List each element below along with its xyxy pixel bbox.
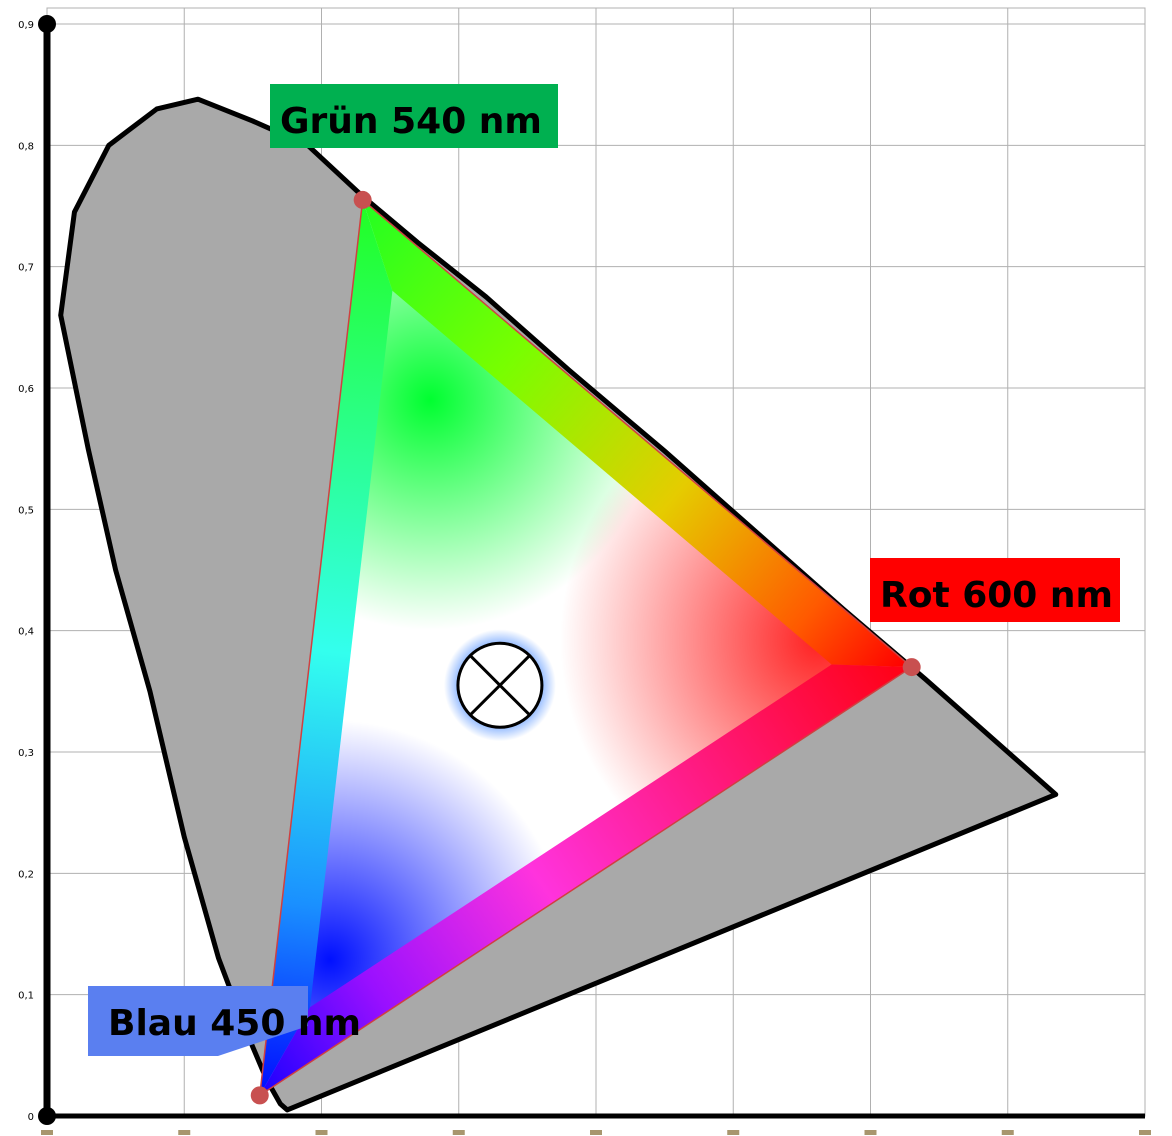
label-box	[88, 986, 308, 1056]
x-tick-mark	[452, 1130, 465, 1135]
primary-point	[902, 658, 921, 677]
x-tick-mark	[1139, 1130, 1151, 1135]
white-point-marker	[443, 629, 556, 742]
gamut-area	[58, 96, 1059, 1113]
y-tick-label: 0,9	[18, 20, 34, 31]
primary-point	[250, 1086, 269, 1105]
primary-label: Rot 600 nm	[880, 575, 1113, 616]
primary-label: Blau 450 nm	[108, 1003, 361, 1044]
x-tick-mark	[590, 1130, 602, 1135]
x-tick-marks	[41, 1130, 1151, 1135]
gamut-blue-glow	[259, 199, 912, 1096]
x-tick-mark	[1001, 1130, 1014, 1135]
gamut-edge-green-blue	[259, 199, 393, 1096]
y-tick-label: 0	[28, 1112, 34, 1123]
origin-dot	[38, 1107, 56, 1125]
primary-labels: Grün 540 nm Rot 600 nm Blau 450 nm	[88, 84, 1120, 1056]
x-tick-mark	[864, 1130, 877, 1135]
gamut-outline	[258, 198, 913, 1097]
y-tick-label: 0,1	[18, 991, 34, 1002]
label-box	[270, 84, 558, 148]
x-tick-mark	[41, 1130, 53, 1135]
y-tick-label: 0,7	[18, 263, 34, 274]
x-tick-mark	[727, 1130, 740, 1135]
x-tick-mark	[178, 1130, 191, 1135]
y-tick-label: 0,8	[18, 141, 34, 152]
y-tick-label: 0,6	[18, 384, 34, 395]
y-tick-label: 0,4	[18, 627, 34, 638]
x-tick-mark	[315, 1130, 328, 1135]
primary-label: Grün 540 nm	[280, 101, 542, 142]
y-axis-end-dot	[38, 15, 56, 33]
white-point-cross	[469, 654, 531, 717]
axes	[38, 15, 1145, 1125]
y-tick-labels: 0 0,1 0,2 0,3 0,4 0,5 0,6 0,7 0,8 0,9	[18, 20, 34, 1123]
y-tick-label: 0,3	[18, 748, 34, 759]
y-tick-label: 0,2	[18, 869, 34, 880]
label-box	[870, 558, 1120, 622]
y-tick-label: 0,5	[18, 505, 34, 516]
primary-point	[353, 190, 372, 209]
